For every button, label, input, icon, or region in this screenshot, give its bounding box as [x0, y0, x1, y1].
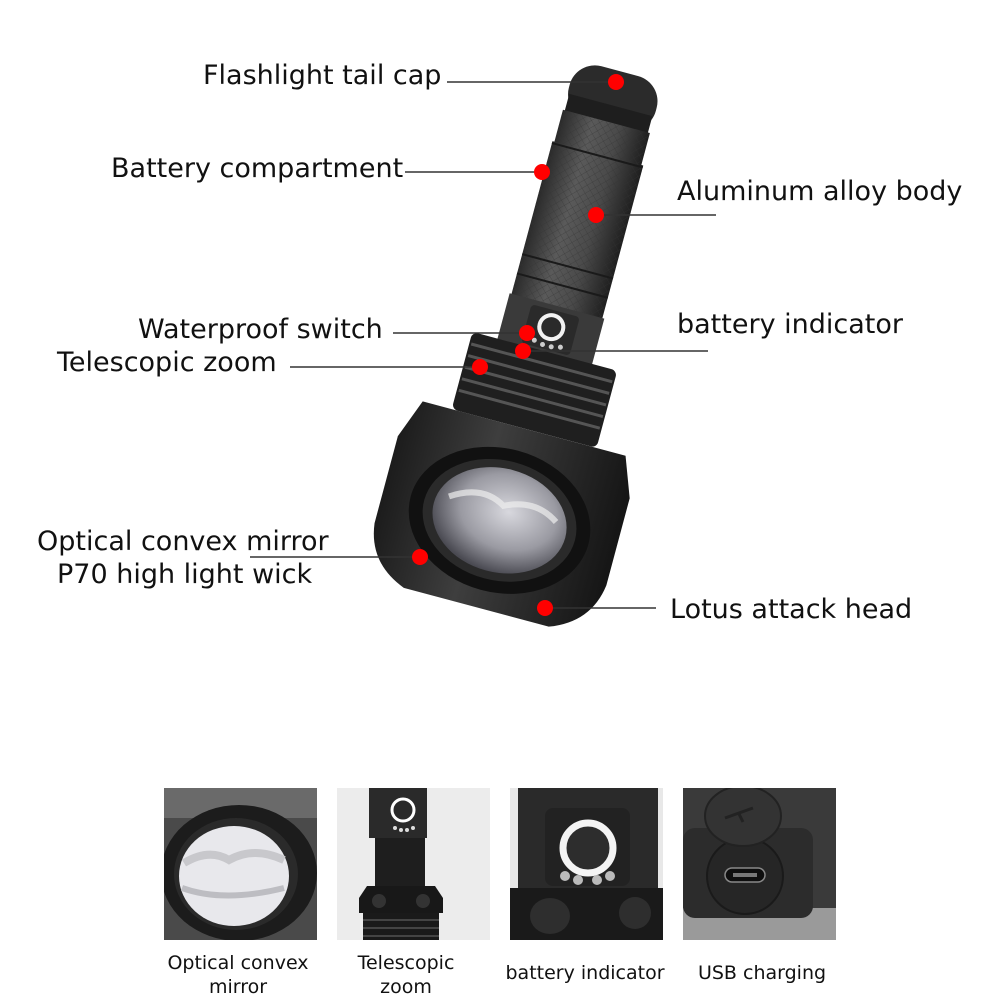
caption-battery-indicator: battery indicator	[495, 962, 675, 986]
lotus-head-dot	[537, 600, 553, 616]
label-lotus-head: Lotus attack head	[670, 594, 913, 625]
caption-telescopic-zoom: Telescopic zoom	[316, 952, 496, 1000]
label-telescopic-zoom: Telescopic zoom	[57, 347, 277, 378]
flashlight-illustration	[250, 65, 716, 627]
label-waterproof-switch: Waterproof switch	[138, 314, 383, 345]
thumbnail-optical-mirror	[164, 788, 317, 940]
caption-optical-mirror: Optical convex mirror	[148, 952, 328, 1000]
label-tail-cap: Flashlight tail cap	[203, 60, 442, 91]
optical-mirror-dot	[412, 549, 428, 565]
aluminum-body-dot	[588, 207, 604, 223]
battery-compartment-dot	[534, 164, 550, 180]
caption-line: Telescopic	[357, 952, 455, 974]
waterproof-switch-dot	[519, 325, 535, 341]
telescopic-zoom-dot	[472, 359, 488, 375]
caption-usb-charging: USB charging	[672, 962, 852, 986]
label-battery-compartment: Battery compartment	[111, 153, 404, 184]
caption-line: USB charging	[697, 962, 827, 984]
tail-cap-dot	[608, 74, 624, 90]
caption-line: mirror	[208, 975, 268, 998]
caption-line: zoom	[380, 975, 432, 998]
label-optical-mirror: Optical convex mirror	[37, 526, 329, 557]
thumbnail-usb-charging	[683, 788, 836, 940]
thumbnail-telescopic-zoom	[337, 788, 490, 940]
label-aluminum-body: Aluminum alloy body	[677, 176, 963, 207]
caption-line: battery indicator	[505, 962, 665, 984]
label-battery-indicator: battery indicator	[677, 309, 903, 340]
battery-indicator-dot	[515, 343, 531, 359]
caption-line: Optical convex	[167, 952, 309, 974]
label-p70-wick: P70 high light wick	[57, 559, 313, 590]
thumbnail-battery-indicator	[510, 788, 663, 940]
